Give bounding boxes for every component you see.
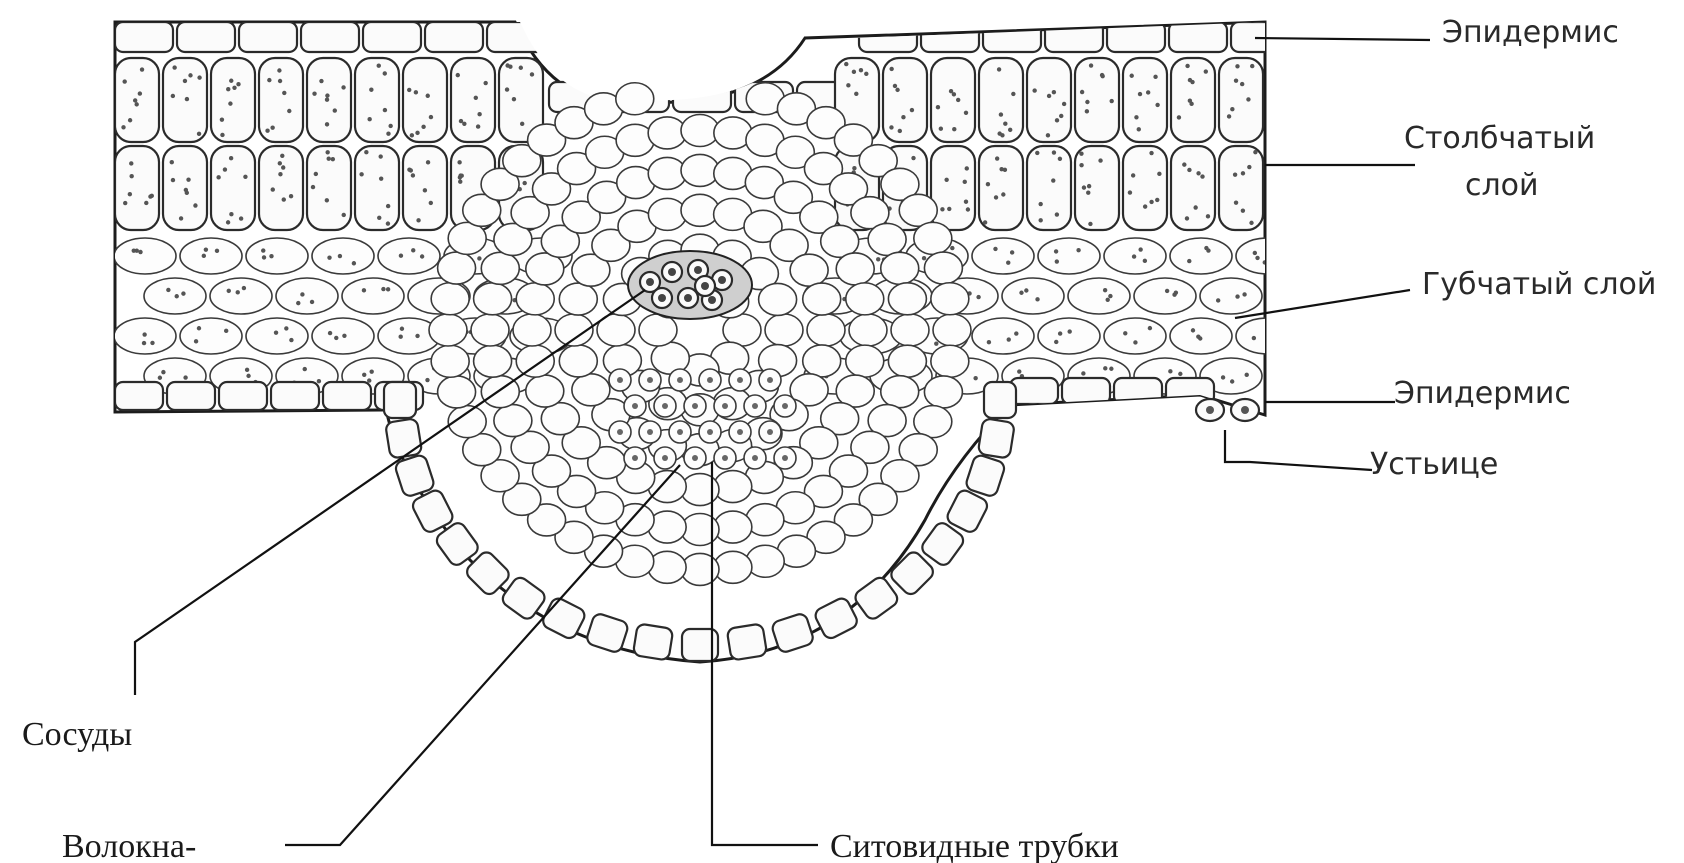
label-vessels: Сосуды xyxy=(22,716,132,753)
label-stoma: Устьице xyxy=(1370,447,1498,482)
leaf-tissue xyxy=(114,22,1328,662)
label-spongy: Губчатый слой xyxy=(1422,267,1656,302)
label-epidermis-top: Эпидермис xyxy=(1442,15,1619,50)
label-epidermis-bottom: Эпидермис xyxy=(1394,376,1571,411)
label-sieve-tubes: Ситовидные трубки xyxy=(830,828,1119,863)
leader-stoma xyxy=(1225,430,1372,470)
label-palisade: Столбчатый слой xyxy=(1404,121,1605,203)
label-fibers: Волокна- xyxy=(62,828,196,863)
leader-epidermis-top xyxy=(1255,38,1430,40)
